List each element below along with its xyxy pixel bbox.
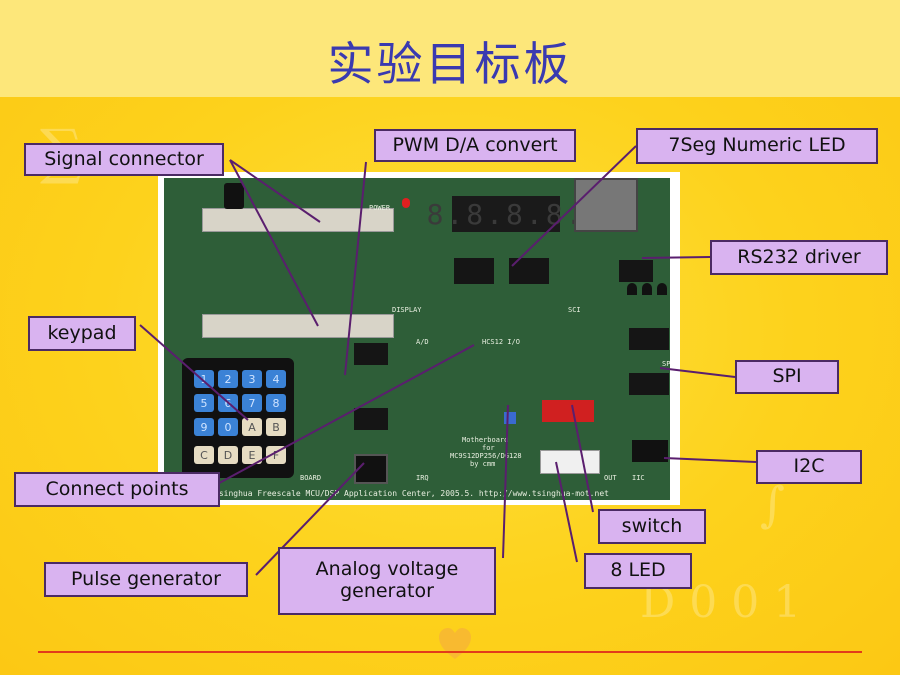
- label-analog-voltage-generator: Analog voltage generator: [278, 547, 496, 615]
- led-bar: [540, 450, 600, 474]
- leader-line: [229, 159, 321, 223]
- ic-chip: [454, 258, 494, 284]
- ic-chip: [619, 260, 653, 282]
- silk-chip: MC9S12DP256/DG128: [450, 452, 522, 460]
- silk-ad: A/D: [416, 338, 429, 346]
- leader-line: [641, 256, 711, 259]
- label-pulse-generator: Pulse generator: [44, 562, 248, 597]
- seven-seg-display: 8.8.8.8.: [426, 196, 586, 232]
- signal-connector-bottom: [202, 314, 394, 338]
- heart-icon: [439, 628, 471, 659]
- label-connect-points: Connect points: [14, 472, 220, 507]
- keypad-key: E: [242, 446, 262, 464]
- label-pwm: PWM D/A convert: [374, 129, 576, 162]
- silk-power: POWER: [369, 204, 391, 212]
- silk-by: by cmm: [470, 460, 496, 468]
- keypad-key: D: [218, 446, 238, 464]
- ic-chip: [629, 373, 669, 395]
- keypad-key: 7: [242, 394, 262, 412]
- dip-switch: [542, 400, 594, 422]
- label-switch: switch: [598, 509, 706, 544]
- label-i2c: I2C: [756, 450, 862, 484]
- keypad-key: 1: [194, 370, 214, 388]
- silk-irq: IRQ: [416, 474, 429, 482]
- label-rs232: RS232 driver: [710, 240, 888, 275]
- faint-formula-decoration: ∫: [760, 477, 786, 533]
- label-keypad: keypad: [28, 316, 136, 351]
- leader-line: [255, 462, 365, 576]
- pcb: 8.8.8.8. 1 2 3 4 5 6 7: [164, 178, 670, 500]
- leader-line: [209, 344, 475, 489]
- slide-title: 实验目标板: [327, 37, 573, 91]
- label-spi: SPI: [735, 360, 839, 394]
- power-led: [402, 198, 410, 208]
- silk-motherboard: Motherboard: [462, 436, 509, 444]
- transistor: [657, 283, 667, 295]
- ic-chip: [354, 408, 388, 430]
- leader-line: [659, 367, 736, 378]
- silk-iic: IIC: [632, 474, 645, 482]
- label-7seg: 7Seg Numeric LED: [636, 128, 878, 164]
- silk-board: BOARD: [300, 474, 322, 482]
- keypad-key: 9: [194, 418, 214, 436]
- keypad-key: C: [194, 446, 214, 464]
- silk-sci: SCI: [568, 306, 581, 314]
- silk-out: OUT: [604, 474, 617, 482]
- title-band: [0, 0, 900, 97]
- ic-chip: [629, 328, 669, 350]
- leader-line: [229, 159, 319, 327]
- keypad-key: 0: [218, 418, 238, 436]
- keypad-key: 8: [266, 394, 286, 412]
- leader-line: [571, 404, 594, 513]
- keypad-key: 4: [266, 370, 286, 388]
- ic-chip: [354, 343, 388, 365]
- leader-line: [139, 324, 249, 421]
- leader-line: [555, 461, 578, 563]
- leader-line: [511, 145, 637, 267]
- leader-line: [663, 457, 757, 463]
- leader-line: [344, 161, 367, 376]
- keypad-key: 3: [242, 370, 262, 388]
- silk-mcu: HCS12 I/O: [482, 338, 520, 346]
- keypad-key: B: [266, 418, 286, 436]
- keypad-key: 2: [218, 370, 238, 388]
- board-photo: 8.8.8.8. 1 2 3 4 5 6 7: [158, 172, 680, 505]
- transistor: [627, 283, 637, 295]
- footer-line: [38, 651, 862, 653]
- leader-line: [502, 404, 509, 559]
- silk-sp: SP: [662, 360, 670, 368]
- board-caption: Tsinghua Freescale MCU/DSP Application C…: [214, 489, 609, 498]
- keypad-key: 5: [194, 394, 214, 412]
- transistor: [642, 283, 652, 295]
- label-8led: 8 LED: [584, 553, 692, 589]
- iic-header: [632, 440, 668, 462]
- keypad-key: A: [242, 418, 262, 436]
- silk-for: for: [482, 444, 495, 452]
- pushbutton: [354, 454, 388, 484]
- silk-display: DISPLAY: [392, 306, 422, 314]
- label-signal-connector: Signal connector: [24, 143, 224, 176]
- power-jack: [224, 183, 244, 209]
